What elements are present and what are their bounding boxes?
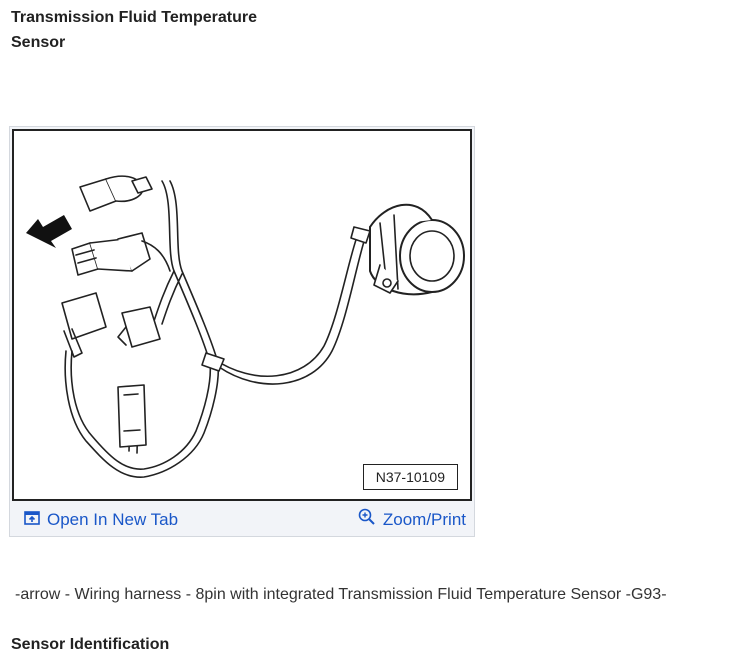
figure-panel: N37-10109 Open In New Tab Zoom/Print [9, 126, 475, 537]
open-in-new-tab-label: Open In New Tab [47, 509, 179, 529]
open-new-tab-icon [24, 510, 40, 530]
zoom-print-label: Zoom/Print [382, 509, 466, 529]
figure-toolbar: Open In New Tab Zoom/Print [10, 503, 474, 536]
figure-code: N37-10109 [362, 464, 458, 490]
wiring-harness-diagram: N37-10109 [12, 129, 472, 501]
open-in-new-tab-link[interactable]: Open In New Tab [24, 510, 178, 530]
indicator-arrow-icon [26, 215, 72, 248]
wiring-harness-illustration [26, 175, 465, 478]
figure-caption: -arrow - Wiring harness - 8pin with inte… [15, 586, 667, 603]
page-title: Transmission Fluid Temperature Sensor [11, 9, 257, 51]
zoom-print-link[interactable]: Zoom/Print [358, 508, 466, 531]
section-heading: Sensor Identification [11, 636, 170, 653]
zoom-in-icon [358, 508, 376, 531]
